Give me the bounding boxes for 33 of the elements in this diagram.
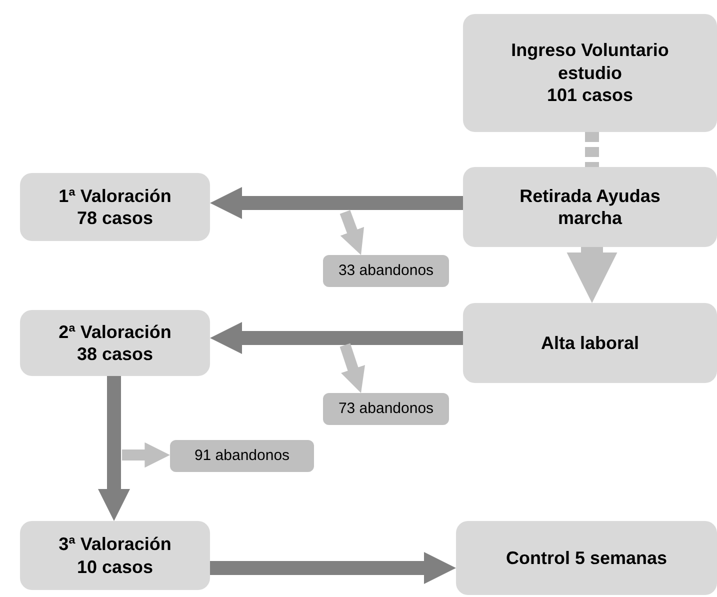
arrow xyxy=(340,210,364,255)
arrow xyxy=(340,343,365,393)
process-box xyxy=(20,310,210,376)
connector-line xyxy=(585,132,599,167)
arrow xyxy=(98,376,130,521)
box-label: Retirada Ayudas marcha xyxy=(518,184,662,230)
process-box xyxy=(463,303,717,383)
count-label: 33 abandonos xyxy=(338,262,434,280)
box-label: 38 casos xyxy=(76,343,154,366)
count-label: 91 abandonos xyxy=(194,446,290,466)
count-box xyxy=(323,255,449,287)
count-label: 73 abandonos xyxy=(338,400,434,418)
arrow xyxy=(210,552,456,584)
process-box xyxy=(456,521,717,595)
arrow xyxy=(122,442,170,468)
count-box xyxy=(170,440,314,472)
box-label: 78 casos xyxy=(76,207,154,230)
box-label: 1ª Valoración xyxy=(58,184,172,207)
box-label: 10 casos xyxy=(76,556,154,578)
box-label: 2ª Valoración xyxy=(58,320,172,343)
box-label: 101 casos xyxy=(546,84,634,107)
process-box xyxy=(20,521,210,590)
arrow xyxy=(566,247,618,303)
box-label: 3ª Valoración xyxy=(58,533,172,556)
box-label: Control 5 semanas xyxy=(506,546,668,570)
box-label: Ingreso Voluntario estudio xyxy=(510,39,670,84)
count-box xyxy=(323,393,449,425)
process-box xyxy=(463,167,717,247)
arrow xyxy=(210,322,463,354)
arrow xyxy=(210,186,463,220)
box-label: Alta laboral xyxy=(540,332,640,354)
process-box xyxy=(463,14,717,132)
process-box xyxy=(20,173,210,241)
